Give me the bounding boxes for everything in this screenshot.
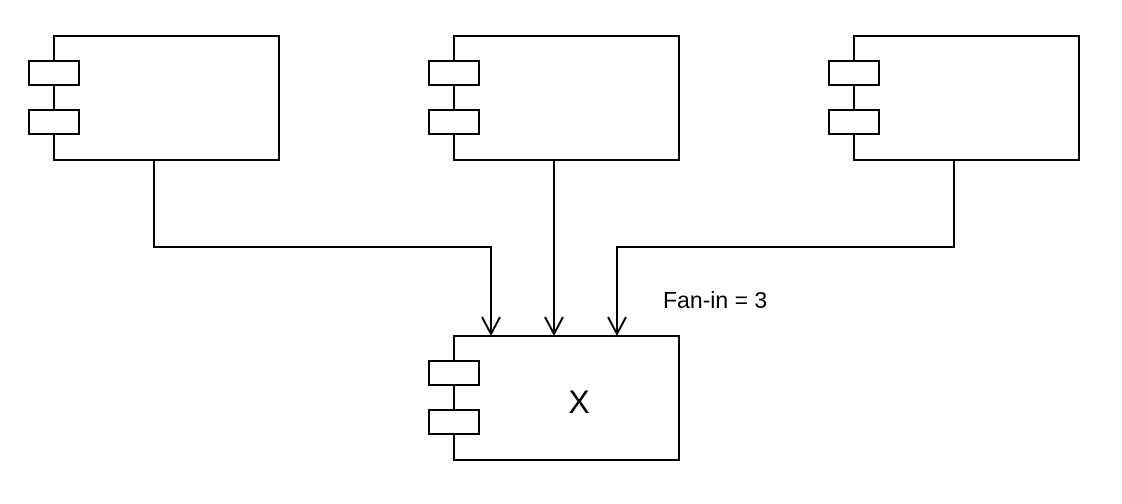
component-source-3 bbox=[828, 35, 1080, 161]
component-target: X bbox=[428, 335, 680, 461]
connector-line bbox=[153, 160, 492, 334]
component-body bbox=[453, 335, 680, 461]
component-port-top bbox=[428, 360, 480, 386]
component-label-x: X bbox=[568, 384, 589, 420]
component-port-bottom bbox=[28, 109, 80, 135]
component-port-top bbox=[828, 60, 880, 86]
component-source-2 bbox=[428, 35, 680, 161]
component-port-bottom bbox=[428, 409, 480, 435]
connector-line bbox=[616, 160, 955, 334]
edge-source-2-to-target bbox=[544, 160, 564, 337]
arrowhead-icon bbox=[544, 316, 564, 337]
component-port-top bbox=[428, 60, 480, 86]
component-body bbox=[853, 35, 1080, 161]
arrowhead-icon bbox=[481, 316, 501, 337]
arrowhead-icon bbox=[607, 316, 627, 337]
fan-in-annotation: Fan-in = 3 bbox=[663, 287, 767, 313]
component-body bbox=[453, 35, 680, 161]
component-source-1 bbox=[28, 35, 280, 161]
component-port-bottom bbox=[828, 109, 880, 135]
component-port-bottom bbox=[428, 109, 480, 135]
edge-source-1-to-target bbox=[153, 160, 501, 337]
edge-source-3-to-target bbox=[607, 160, 955, 337]
component-body bbox=[53, 35, 280, 161]
component-port-top bbox=[28, 60, 80, 86]
